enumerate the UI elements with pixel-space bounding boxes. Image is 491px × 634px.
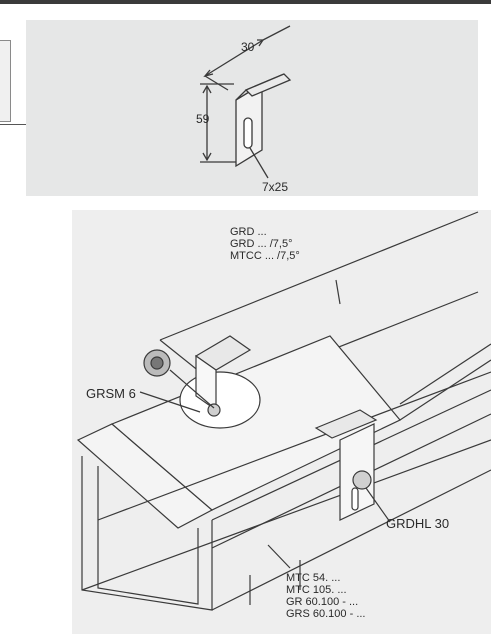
width-extension-left	[204, 75, 229, 91]
top-border-rule	[0, 0, 491, 4]
clamp-lip	[244, 73, 292, 97]
slot-size-label: 7x25	[262, 180, 289, 194]
right-clamp-slot	[351, 487, 359, 511]
page-edge-tick	[0, 124, 26, 125]
washer-leader-line	[139, 391, 201, 413]
tray-cutout	[179, 371, 261, 429]
width-dimension-line	[204, 39, 264, 77]
clamp-label: GRDHL 30	[386, 516, 450, 531]
basket-bottom-rail	[81, 439, 491, 591]
clamp-slot	[243, 117, 253, 149]
tray-leader-line	[335, 279, 341, 305]
clamp-leader-line	[365, 487, 391, 523]
slot-leader-line	[249, 147, 269, 179]
basket-front-frame	[81, 456, 213, 611]
right-clamp-bolt	[352, 470, 372, 490]
height-arrow-bottom	[202, 152, 212, 162]
basket-labels: MTC 54. ... MTC 105. ... GR 60.100 - ...…	[286, 572, 365, 620]
width-extension-right	[262, 25, 291, 41]
washer-label: GRSM 6	[86, 386, 136, 401]
height-dimension-label: 59	[196, 112, 210, 126]
tray-label-1: GRD ...	[230, 226, 267, 238]
basket-mid-rail	[97, 371, 491, 521]
basket-leader-line	[267, 544, 291, 569]
basket-label-3: GR 60.100 - ...	[286, 596, 359, 608]
basket-top-rail	[399, 359, 491, 421]
right-clamp-flange	[314, 409, 378, 439]
upper-clamp-bolt	[207, 403, 221, 417]
basket-label-4: GRS 60.100 - ...	[286, 608, 366, 620]
basket-top-rail-2	[399, 343, 491, 405]
height-arrow-top	[202, 84, 212, 94]
washer-guide-line	[169, 369, 215, 409]
tray-label-3: MTCC ... /7,5°	[230, 250, 300, 262]
basket-inner-frame	[97, 466, 199, 605]
basket-label-1: MTC 54. ...	[286, 572, 341, 584]
tray-edge-upper	[159, 211, 479, 341]
basket-bottom-rail-2	[211, 469, 491, 611]
tray-label-2: GRD ... /7,5°	[230, 238, 293, 250]
basket-label-2: MTC 105. ...	[286, 584, 347, 596]
page-edge-marker	[0, 40, 11, 122]
tray-labels: GRD ... GRD ... /7,5° MTCC ... /7,5°	[230, 226, 300, 262]
washer-inner	[150, 356, 164, 370]
width-dimension-label: 30	[241, 40, 255, 54]
